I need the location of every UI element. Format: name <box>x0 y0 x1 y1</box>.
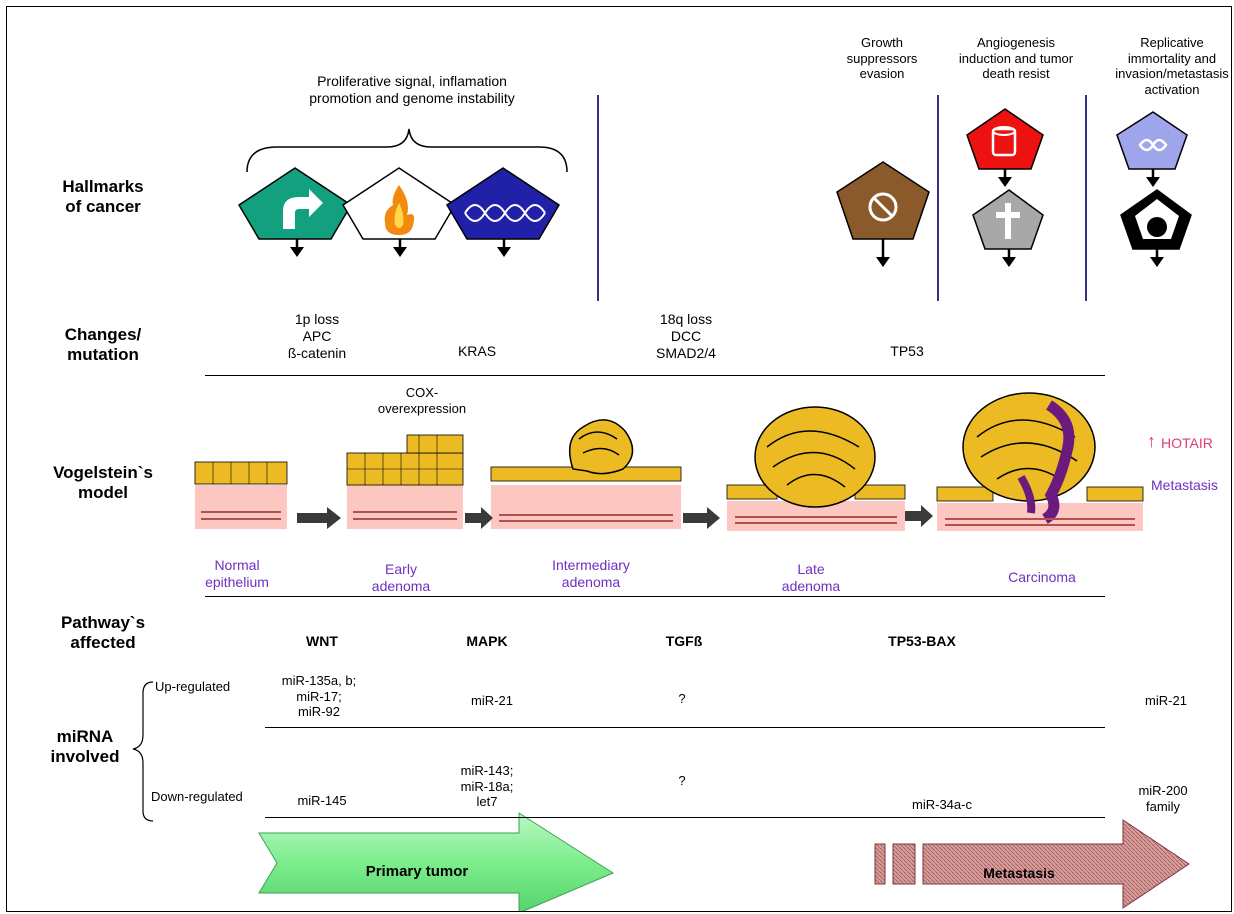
cox-overexpression: COX- overexpression <box>377 385 467 416</box>
hallmarks-label: Hallmarks of cancer <box>62 177 144 217</box>
primary-tumor-label: Primary tumor <box>365 863 469 880</box>
up-regulated-label: Up-regulated <box>155 679 231 694</box>
hallmark-angio-caption: Angiogenesis induction and tumor death r… <box>958 35 1074 82</box>
mirna-up-metastasis: miR-21 <box>1145 693 1187 708</box>
pathways-label: Pathway`s affected <box>60 613 146 653</box>
inflammation-icon <box>341 167 457 257</box>
stage-carcinoma: Carcinoma <box>1008 569 1076 585</box>
pathway-wnt: WNT <box>306 633 338 649</box>
proliferative-signal-icon <box>237 167 353 257</box>
mirna-down-tp53: miR-34a-c <box>912 797 972 812</box>
late-adenoma-tissue <box>726 406 906 531</box>
hotair-label: HOTAIR <box>1161 435 1213 451</box>
changes-label: Changes/ mutation <box>64 325 142 365</box>
mirna-label: miRNA involved <box>50 727 120 767</box>
metastasis-arrow-label: Metastasis <box>983 865 1055 881</box>
mirna-brace <box>132 681 154 822</box>
mirna-up-tgfb: ? <box>678 691 686 706</box>
stage-normal: Normal epithelium <box>205 557 269 590</box>
mutation-dcc: 18q loss DCC SMAD2/4 <box>656 311 716 361</box>
down-regulated-label: Down-regulated <box>151 789 243 804</box>
model-label: Vogelstein`s model <box>53 463 153 503</box>
mutation-apc: 1p loss APC ß-catenin <box>287 311 347 361</box>
hallmark-replicative-caption: Replicative immortality and invasion/met… <box>1115 35 1229 97</box>
mirna-down-wnt: miR-145 <box>297 793 347 808</box>
angiogenesis-icon <box>966 108 1044 187</box>
diagram-frame: Hallmarks of cancer Changes/ mutation Vo… <box>6 6 1232 912</box>
hotair-arrow: ↑ <box>1147 431 1156 451</box>
mirna-down-tgfb: ? <box>678 773 686 788</box>
normal-epithelium-tissue <box>194 461 288 529</box>
mirna-down-metastasis: miR-200 family <box>1138 783 1188 814</box>
pathway-tp53-bax: TP53-BAX <box>888 633 956 649</box>
mirna-up-line <box>265 727 1105 728</box>
changes-line <box>205 375 1105 376</box>
pathway-tgfb: TGFß <box>665 633 703 649</box>
divider-2 <box>937 95 939 301</box>
diagram-graphics <box>132 108 1192 911</box>
genome-instability-icon <box>445 167 561 257</box>
carcinoma-tissue <box>936 392 1144 531</box>
mutation-tp53: TP53 <box>890 343 924 359</box>
tumor-death-resist-icon <box>972 189 1044 267</box>
mutation-kras: KRAS <box>457 343 497 359</box>
divider-1 <box>597 95 599 301</box>
progression-arrows <box>297 505 933 529</box>
mirna-up-mapk: miR-21 <box>471 693 513 708</box>
intermediary-adenoma-tissue <box>490 419 682 529</box>
primary-tumor-arrow <box>258 812 615 911</box>
early-adenoma-tissue <box>346 434 464 529</box>
stage-intermediary: Intermediary adenoma <box>552 557 630 590</box>
metastasis-arrow <box>874 819 1190 909</box>
model-bottom-line <box>205 596 1105 597</box>
replicative-immortality-icon <box>1116 111 1188 187</box>
invasion-metastasis-icon <box>1120 189 1192 267</box>
divider-3 <box>1085 95 1087 301</box>
growth-suppressor-evasion-icon <box>836 161 930 267</box>
metastasis-label: Metastasis <box>1151 477 1218 493</box>
hallmark-growth-caption: Growth suppressors evasion <box>846 35 918 82</box>
mirna-down-mapk: miR-143; miR-18a; let7 <box>460 763 514 810</box>
hallmark-group1-caption: Proliferative signal, inflamation promot… <box>309 73 515 106</box>
mirna-up-wnt: miR-135a, b; miR-17; miR-92 <box>281 673 357 720</box>
mirna-down-line <box>265 817 1105 818</box>
stage-early: Early adenoma <box>371 561 431 594</box>
stage-late: Late adenoma <box>781 561 841 594</box>
pathway-mapk: MAPK <box>466 633 508 649</box>
hallmarks-brace <box>246 128 568 173</box>
